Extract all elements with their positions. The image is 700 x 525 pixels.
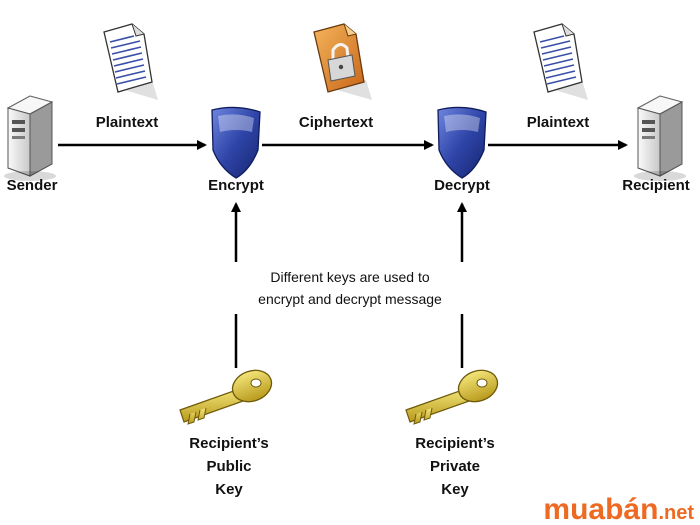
watermark-main: muabán bbox=[543, 493, 658, 525]
sender-computer-icon bbox=[4, 95, 56, 181]
recipient-computer-icon bbox=[634, 95, 686, 181]
edge-label-plaintext-in: Plaintext bbox=[96, 114, 159, 131]
node-label-sender: Sender bbox=[7, 177, 58, 194]
encrypt-shield-icon bbox=[211, 106, 261, 179]
public-key-label-line-3: Key bbox=[215, 481, 243, 498]
node-label-recipient: Recipient bbox=[622, 177, 690, 194]
note-line-2: encrypt and decrypt message bbox=[258, 291, 442, 307]
edge-label-ciphertext: Ciphertext bbox=[299, 114, 373, 131]
plaintext-document-icon bbox=[103, 23, 158, 100]
plaintext-output-document-icon bbox=[533, 23, 588, 100]
node-label-encrypt: Encrypt bbox=[208, 177, 264, 194]
ciphertext-locked-document-icon bbox=[313, 23, 372, 100]
private-key-label-line-1: Recipient’s bbox=[415, 435, 494, 452]
watermark-logo: muabán.net bbox=[543, 493, 694, 525]
decrypt-shield-icon bbox=[437, 106, 487, 179]
note-line-1: Different keys are used to bbox=[270, 269, 429, 285]
private-key-icon bbox=[405, 369, 499, 425]
public-key-label-line-1: Recipient’s bbox=[189, 435, 268, 452]
private-key-label-line-2: Private bbox=[430, 458, 480, 475]
edge-label-plaintext-out: Plaintext bbox=[527, 114, 590, 131]
public-key-icon bbox=[179, 369, 273, 425]
watermark-suffix: .net bbox=[658, 502, 694, 524]
private-key-label-line-3: Key bbox=[441, 481, 469, 498]
public-key-label-line-2: Public bbox=[206, 458, 251, 475]
node-label-decrypt: Decrypt bbox=[434, 177, 490, 194]
